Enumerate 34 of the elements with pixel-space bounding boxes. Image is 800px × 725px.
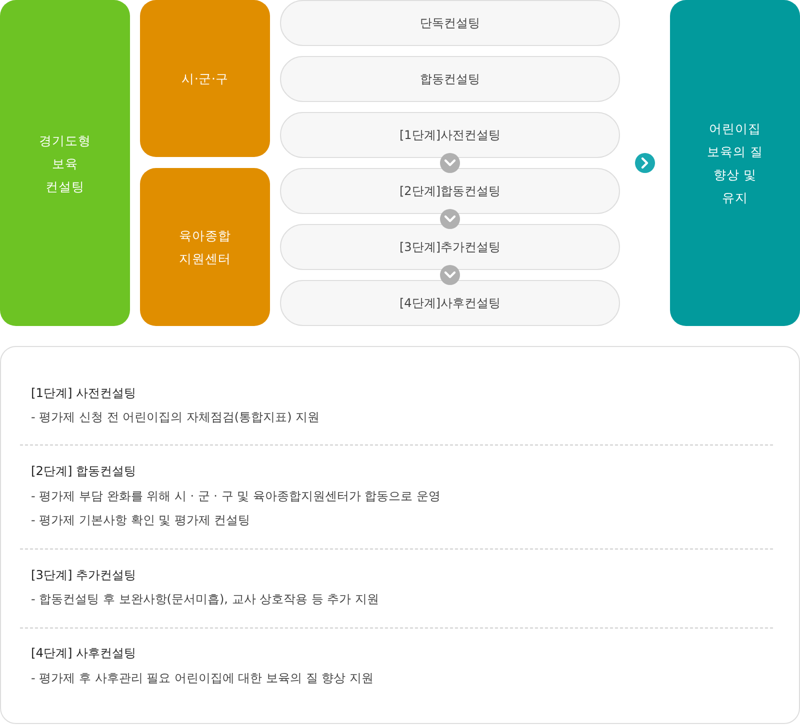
- chevron-arrow: [440, 153, 460, 173]
- chevron-arrow: [440, 265, 460, 285]
- bullet-text: - 합동컨설팅 후 보완사항(문서미흡), 교사 상호작용 등 추가 지원: [31, 591, 380, 608]
- section-heading: [3단계] 추가컨설팅: [31, 567, 136, 584]
- section-heading: [2단계] 합동컨설팅: [31, 463, 136, 480]
- outcome-box: [670, 0, 800, 326]
- bullet-text: - 평가제 부담 완화를 위해 시 · 군 · 구 및 육아종합지원센터가 합동으로 운영: [31, 488, 441, 505]
- node-label: [2단계]합동컨설팅: [400, 183, 500, 200]
- chevron-arrow: [440, 209, 460, 229]
- agency-box: [140, 168, 270, 326]
- section-heading: [4단계] 사후컨설팅: [31, 645, 136, 662]
- bullet-text: - 평가제 후 사후관리 필요 어린이집에 대한 보육의 질 향상 지원: [31, 670, 374, 687]
- node-label: 경기도형 보육 컨설팅: [38, 132, 92, 196]
- node-label: [3단계]추가컨설팅: [400, 239, 500, 256]
- consulting-pill: [280, 224, 620, 270]
- category-box: [0, 0, 130, 326]
- node-label: [1단계]사전컨설팅: [400, 127, 500, 144]
- section-heading: [1단계] 사전컨설팅: [31, 385, 136, 402]
- node-label: 단독컨설팅: [420, 15, 480, 32]
- bullet-text: - 평가제 신청 전 어린이집의 자체점검(통합지표) 지원: [31, 409, 320, 426]
- consulting-pill: [280, 112, 620, 158]
- node-label: 시·군·구: [180, 70, 230, 88]
- consulting-pill: [280, 168, 620, 214]
- node-label: 합동컨설팅: [420, 71, 480, 88]
- node-label: 육아종합 지원센터: [178, 227, 232, 268]
- agency-box: [140, 0, 270, 157]
- consulting-pill: [280, 56, 620, 102]
- node-label: [4단계]사후컨설팅: [400, 295, 500, 312]
- info-panel: [0, 346, 800, 724]
- bullet-text: - 평가제 기본사항 확인 및 평가제 컨설팅: [31, 512, 250, 529]
- chevron-arrow: [634, 153, 656, 173]
- consulting-pill: [280, 0, 620, 46]
- node-label: 어린이집 보육의 질 향상 및 유지: [706, 120, 764, 207]
- consulting-pill: [280, 280, 620, 326]
